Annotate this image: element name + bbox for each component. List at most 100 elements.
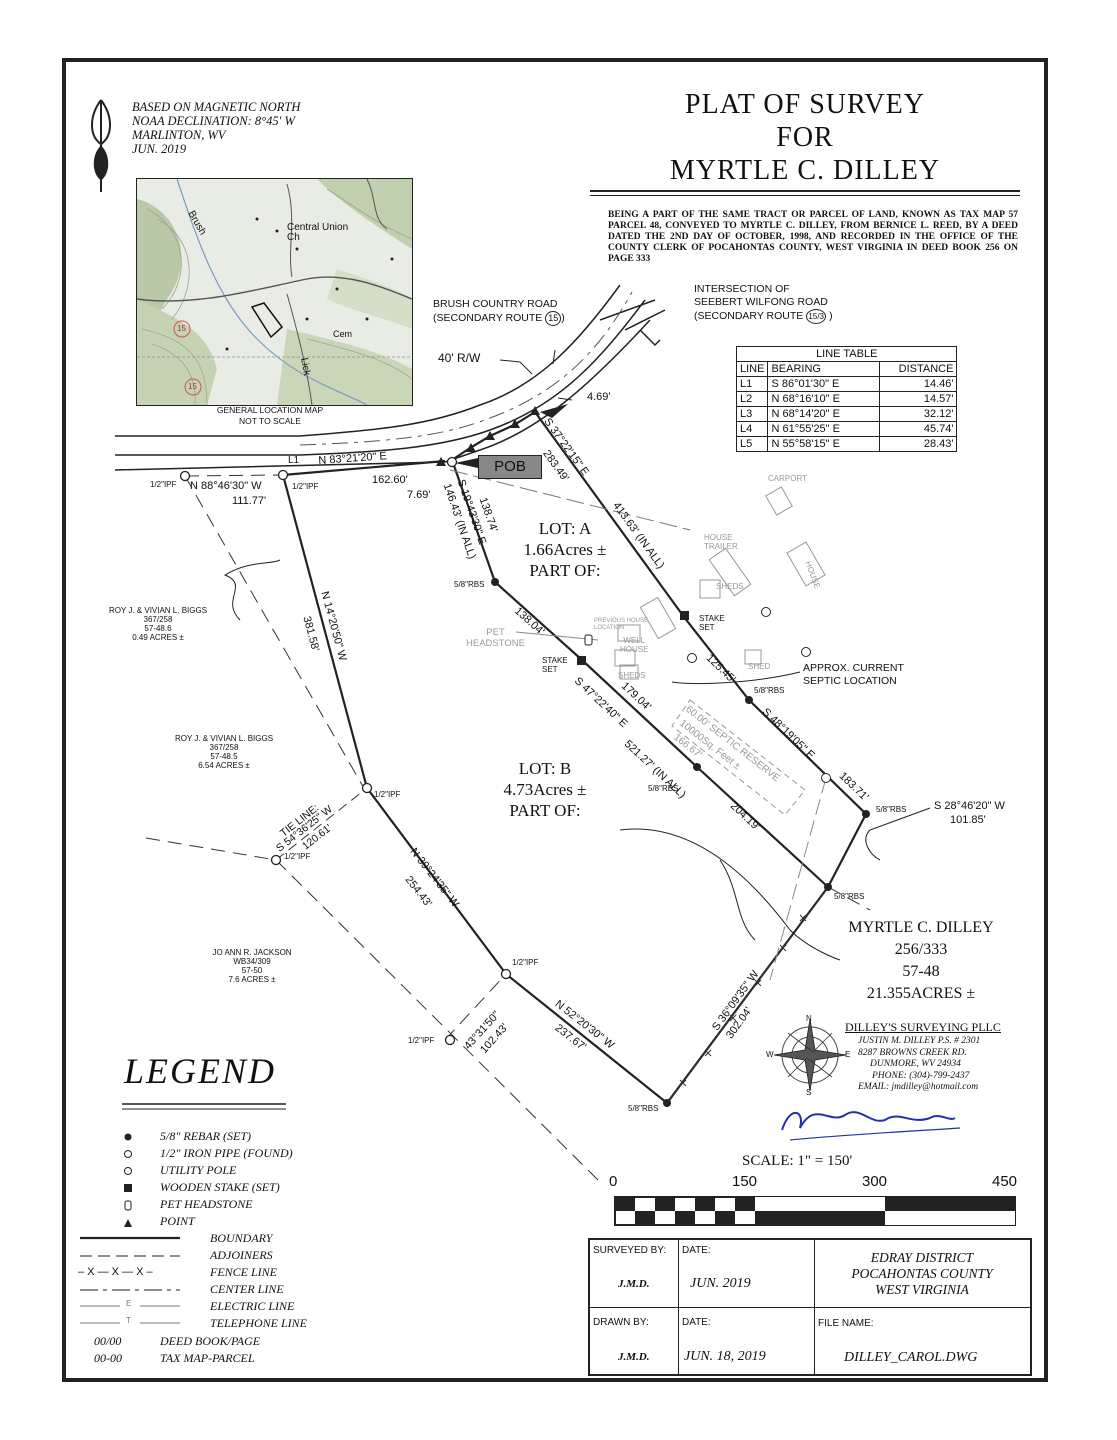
map-church-suffix: Ch bbox=[287, 232, 300, 243]
ipf-label: 1/2"IPF bbox=[284, 852, 311, 861]
utility-pole-icon bbox=[124, 1167, 132, 1175]
legend-wooden-stake-label: WOODEN STAKE (SET) bbox=[160, 1180, 280, 1194]
parent-owner: MYRTLE C. DILLEY bbox=[848, 919, 994, 936]
wooden-stake-markers bbox=[577, 611, 689, 665]
surveyor-info: JUSTIN M. DILLEY P.S. # 2301 8287 BROWNS… bbox=[858, 1036, 980, 1094]
legend-code: 00/00 bbox=[94, 1334, 122, 1348]
tb-file-label: FILE NAME: bbox=[818, 1318, 874, 1329]
line-bearing: N 55°58'15" E bbox=[767, 436, 881, 452]
parent-leader-2 bbox=[719, 859, 756, 941]
lot-a-name: LOT: A bbox=[538, 519, 592, 538]
parent-deed: 256/333 bbox=[894, 941, 948, 958]
lot-b-label: LOT: B 4.73Acres ± PART OF: bbox=[475, 758, 615, 821]
adjoiner-parcel: 57-48.6 bbox=[144, 624, 172, 633]
road-route-close: ) bbox=[829, 310, 833, 322]
rbs-label: 5/8"RBS bbox=[628, 1104, 659, 1113]
point-markers bbox=[436, 406, 540, 466]
map-church-name: Central Union bbox=[287, 222, 349, 233]
legend-fence-label: FENCE LINE bbox=[210, 1265, 278, 1279]
north-note-line: JUN. 2019 bbox=[132, 142, 187, 156]
legend-boundary-label: BOUNDARY bbox=[210, 1231, 273, 1245]
route-shield-icon: 15/3 bbox=[806, 309, 827, 324]
legend-electric-sample: E bbox=[126, 1299, 132, 1308]
tb-drawn-label: DRAWN BY: bbox=[593, 1317, 649, 1328]
scale-tick-450: 450 bbox=[992, 1173, 1018, 1190]
tb-drawn-value: J.M.D. bbox=[618, 1351, 650, 1363]
rbs-label: 5/8"RBS bbox=[876, 805, 907, 814]
brush-country-road-label: BRUSH COUNTRY ROAD (SECONDARY ROUTE 15) bbox=[433, 298, 565, 326]
rbs-label: 5/8"RBS bbox=[834, 892, 865, 901]
ipf-label: 1/2"IPF bbox=[408, 1036, 435, 1045]
legend-adjoiners-label: ADJOINERS bbox=[210, 1248, 273, 1262]
north-note-line: NOAA DECLINATION: 8°45' W bbox=[132, 114, 295, 128]
tb-surveyed-cell: SURVEYED BY: J.M.D. bbox=[590, 1240, 679, 1308]
tb-district: EDRAY DISTRICT POCAHONTAS COUNTY WEST VI… bbox=[814, 1250, 1030, 1298]
scale-tick-300: 300 bbox=[862, 1173, 888, 1190]
trailer-line: TRAILER bbox=[704, 542, 738, 551]
adjoiner-acres: 0.49 ACRES ± bbox=[132, 633, 184, 642]
legend-lines: BOUNDARY ADJOINERS FENCE LINE CENTER LIN… bbox=[210, 1230, 307, 1332]
route-shield-icon: 15 bbox=[545, 311, 562, 326]
stake-line: SET bbox=[542, 665, 558, 674]
tb-district-line: WEST VIRGINIA bbox=[875, 1282, 969, 1297]
tb-file-value: DILLEY_CAROL.DWG bbox=[844, 1350, 978, 1365]
road-route-close: ) bbox=[561, 312, 565, 324]
line-distance: 32.12' bbox=[879, 406, 958, 422]
legend-rebar-label: 5/8" REBAR (SET) bbox=[160, 1129, 252, 1143]
surveyor-line: DUNMORE, WV 24934 bbox=[870, 1059, 961, 1069]
legend-symbol-icons bbox=[124, 1133, 132, 1227]
seebert-wilfong-road-label: INTERSECTION OF SEEBERT WILFONG ROAD (SE… bbox=[694, 283, 833, 324]
ipf-label: 1/2"IPF bbox=[512, 958, 539, 967]
title-line-2: FOR bbox=[776, 122, 834, 153]
wooden-stake-icon bbox=[124, 1184, 132, 1192]
right-of-way-label: 40' R/W bbox=[438, 351, 481, 365]
drawing-frame bbox=[62, 58, 1048, 1382]
surveyor-line: JUSTIN M. DILLEY P.S. # 2301 bbox=[858, 1036, 981, 1046]
north-note: BASED ON MAGNETIC NORTH NOAA DECLINATION… bbox=[132, 100, 300, 156]
legend-code-text: DEED BOOK/PAGE bbox=[160, 1334, 261, 1348]
call-west-distance: 111.77' bbox=[232, 495, 267, 507]
electric-line bbox=[449, 469, 691, 531]
legend-line-samples bbox=[80, 1236, 180, 1324]
title-block: SURVEYED BY: J.M.D. DATE: JUN. 2019 DRAW… bbox=[588, 1238, 1032, 1376]
tb-date-label: DATE: bbox=[682, 1245, 711, 1256]
adjoiner-name: JO ANN R. JACKSON bbox=[212, 948, 292, 957]
line-id: L3 bbox=[735, 406, 769, 422]
road-name: BRUSH COUNTRY ROAD bbox=[433, 298, 558, 310]
call-road-distance: 162.60' bbox=[372, 474, 408, 486]
tb-surveyed-value: J.M.D. bbox=[618, 1278, 650, 1290]
adjoiner-deed: 367/258 bbox=[209, 743, 239, 752]
call-west-bearing: N 88°46'30" W bbox=[190, 480, 262, 492]
line-bearing: N 68°16'10" E bbox=[767, 391, 881, 407]
scale-tick-0: 0 bbox=[609, 1173, 618, 1190]
lot-b-area: 4.73Acres ± bbox=[503, 780, 587, 799]
parent-parcel: 57-48 bbox=[902, 963, 940, 980]
telephone-line bbox=[769, 777, 827, 981]
surveyor-signature bbox=[781, 1111, 956, 1131]
map-caption-line: GENERAL LOCATION MAP bbox=[216, 405, 324, 415]
lot-a-label: LOT: A 1.66Acres ± PART OF: bbox=[500, 518, 630, 581]
deed-description: BEING A PART OF THE SAME TRACT OR PARCEL… bbox=[608, 210, 1018, 264]
legend-utility-pole-label: UTILITY POLE bbox=[160, 1163, 237, 1177]
plat-title: PLAT OF SURVEY FOR MYRTLE C. DILLEY bbox=[600, 88, 1010, 187]
fence-line bbox=[666, 886, 829, 1104]
road-name: SEEBERT WILFONG ROAD bbox=[694, 296, 828, 308]
adjoiner-name: ROY J. & VIVIAN L. BIGGS bbox=[174, 734, 274, 743]
ipf-label: 1/2"IPF bbox=[150, 480, 177, 489]
call-469: 4.69' bbox=[587, 391, 611, 403]
compass-rose-icon bbox=[773, 1018, 847, 1092]
map-route-label-2: 15 bbox=[188, 382, 197, 391]
tie-line bbox=[275, 787, 368, 861]
line-id: L4 bbox=[735, 421, 769, 437]
line-id: L5 bbox=[735, 436, 769, 452]
